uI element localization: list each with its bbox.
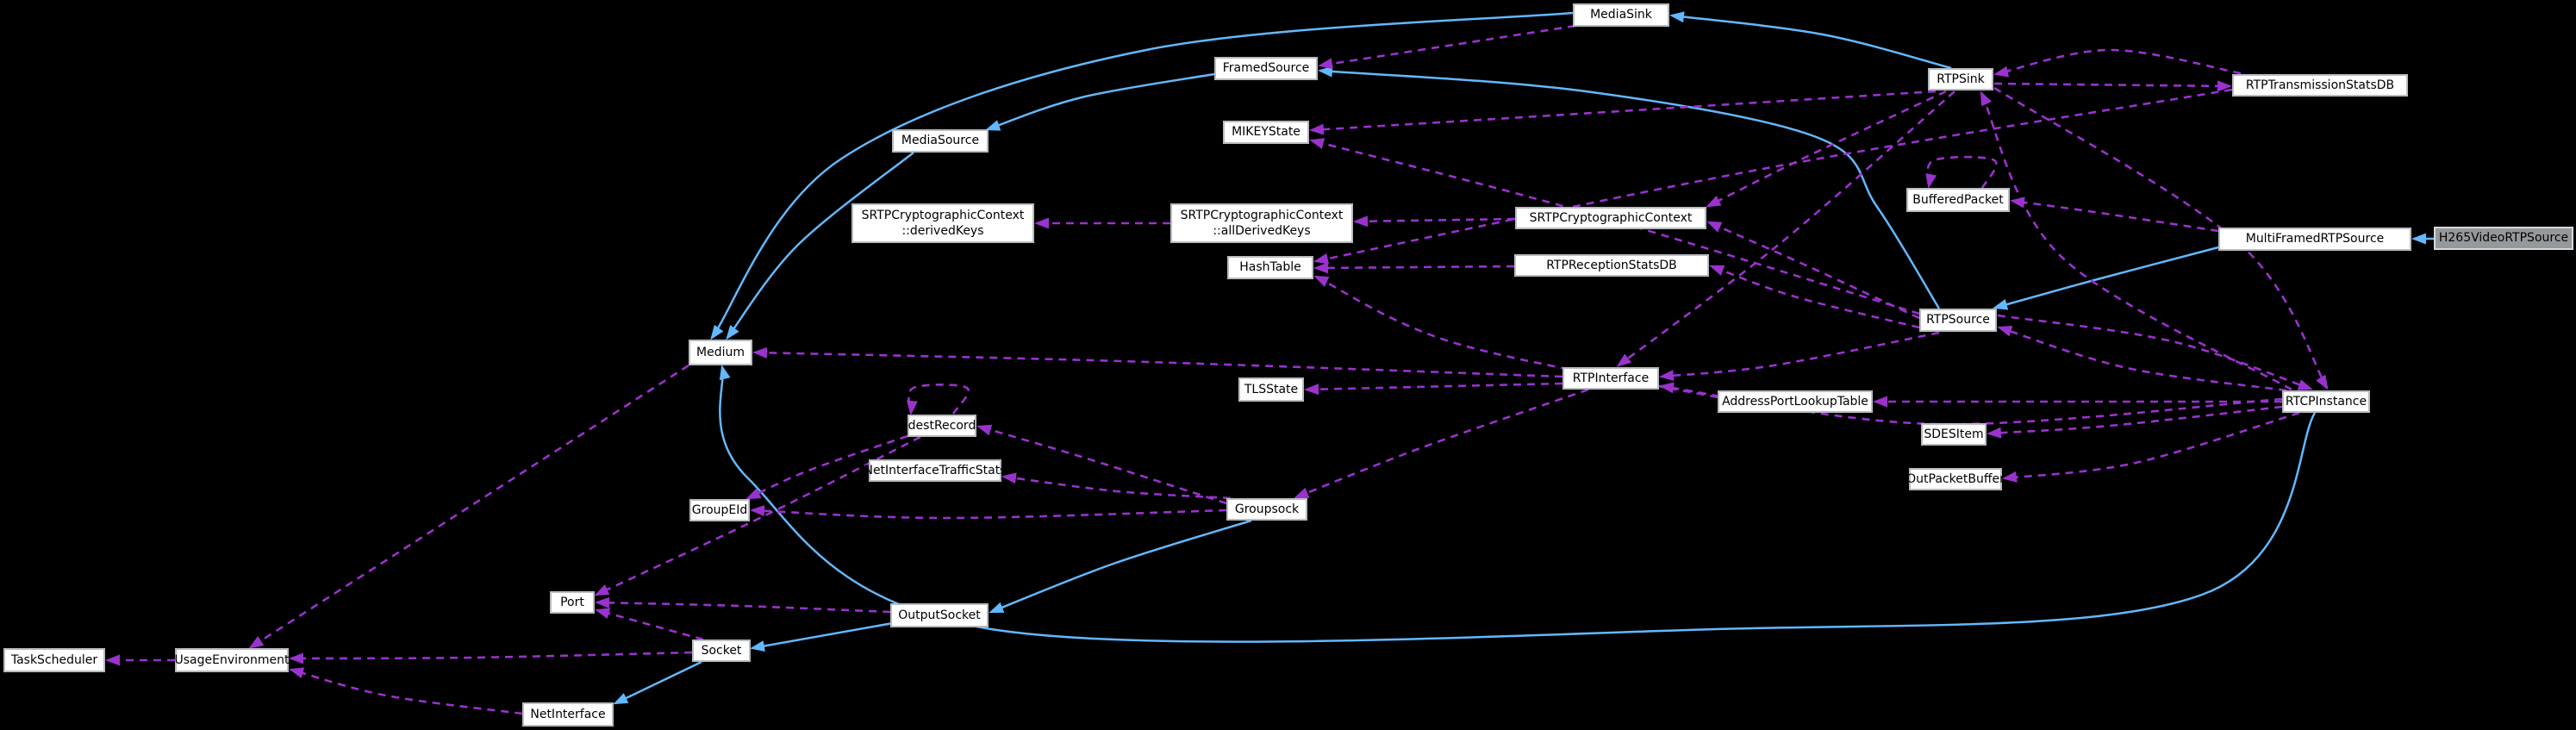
inheritance-edge-MultiFramedRTPSource-to-RTPSource xyxy=(1993,246,2219,310)
node-RTPTransmissionStatsDB[interactable]: RTPTransmissionStatsDB xyxy=(2232,74,2408,97)
usage-edge-Groupsock-to-destRecord xyxy=(976,424,1227,505)
node-NetInterface[interactable]: NetInterface xyxy=(522,702,614,727)
usage-edge-Groupsock-to-NetInterfaceTrafficStats xyxy=(1001,472,1232,500)
usage-edge-RTPSource-to-RTCPInstance xyxy=(1997,314,2313,390)
node-MediaSink[interactable]: MediaSink xyxy=(1573,3,1669,27)
usage-edge-RTPSink-to-SRTPCryptographicContext xyxy=(1706,90,1947,208)
inheritance-edge-FramedSource-to-MediaSource xyxy=(985,72,1215,131)
node-RTPSource[interactable]: RTPSource xyxy=(1919,309,1997,332)
usage-edge-NetInterface-to-UsageEnvironment xyxy=(289,667,523,715)
usage-edge-RTPInterface-to-TLSState xyxy=(1304,382,1563,396)
usage-edge-RTPSource-to-RTPInterface xyxy=(1659,331,1940,382)
usage-edge-RTPSource-to-SRTPCryptographicContext xyxy=(1706,221,1920,320)
usage-edge-BufferedPacket-to-BufferedPacket xyxy=(1925,155,1998,189)
node-TaskScheduler[interactable]: TaskScheduler xyxy=(3,648,105,672)
usage-edge-RTCPInstance-to-RTPSource xyxy=(1997,326,2287,392)
usage-edge-RTPTransmissionStatsDB-to-RTPSink xyxy=(1993,48,2242,78)
node-TLSState[interactable]: TLSState xyxy=(1238,377,1304,402)
usage-edge-RTPInterface-to-Groupsock xyxy=(1294,388,1589,499)
node-MIKEYState[interactable]: MIKEYState xyxy=(1223,121,1309,144)
node-SRTPCryptographicContext[interactable]: SRTPCryptographicContext xyxy=(1515,207,1706,229)
node-UsageEnvironment[interactable]: UsageEnvironment xyxy=(175,648,290,672)
usage-edge-RTCPInstance-to-RTPSink xyxy=(1980,90,2292,391)
inheritance-edge-RTPSink-to-MediaSink xyxy=(1669,11,1952,70)
usage-edge-Groupsock-to-GroupEId xyxy=(750,505,1227,520)
inheritance-edge-MediaSink-to-Medium xyxy=(710,11,1574,340)
node-SRTPallDerivedKeys[interactable]: SRTPCryptographicContext ::allDerivedKey… xyxy=(1170,203,1353,243)
usage-edge-destRecord-to-destRecord xyxy=(906,384,970,415)
node-OutputSocket[interactable]: OutputSocket xyxy=(890,603,989,627)
inheritance-edge-Socket-to-NetInterface xyxy=(613,660,702,705)
usage-edge-RTPSink-to-MIKEYState xyxy=(1309,90,1937,135)
node-NetInterfaceTrafficStats[interactable]: NetInterfaceTrafficStats xyxy=(864,459,1007,482)
usage-edge-RTPSink-to-RTPTransmissionStatsDB xyxy=(1993,80,2232,92)
node-MediaSource[interactable]: MediaSource xyxy=(892,129,989,153)
node-AddressPortLookupTable[interactable]: AddressPortLookupTable xyxy=(1718,390,1873,413)
node-SDESItem[interactable]: SDESItem xyxy=(1921,423,1987,446)
usage-edge-destRecord-to-GroupEId xyxy=(745,434,908,500)
node-destRecord[interactable]: destRecord xyxy=(908,415,976,437)
inheritance-edge-Groupsock-to-OutputSocket xyxy=(989,519,1252,614)
inheritance-edge-OutputSocket-to-Socket xyxy=(750,621,894,652)
node-GroupEId[interactable]: GroupEId xyxy=(689,499,750,521)
edges-group xyxy=(105,11,2434,715)
usage-edge-Medium-to-UsageEnvironment xyxy=(248,364,689,649)
node-Port[interactable]: Port xyxy=(550,591,595,614)
usage-edge-OutputSocket-to-Port xyxy=(595,596,891,614)
usage-edge-SRTPCryptographicContext-to-SRTPallDerivedKeys xyxy=(1353,215,1516,228)
usage-edge-RTPSource-to-RTPReceptionStatsDB xyxy=(1709,265,1920,329)
inheritance-edge-RTPSource-to-FramedSource xyxy=(1318,66,1941,309)
inheritance-edge-RTCPInstance-to-Medium xyxy=(719,365,2317,643)
node-Groupsock[interactable]: Groupsock xyxy=(1226,498,1307,521)
usage-edge-RTPInterface-to-Medium xyxy=(752,346,1563,378)
node-H265VideoRTPSource[interactable]: H265VideoRTPSource xyxy=(2434,227,2573,250)
node-RTPSink[interactable]: RTPSink xyxy=(1928,68,1993,90)
node-RTPInterface[interactable]: RTPInterface xyxy=(1562,367,1659,390)
node-Medium[interactable]: Medium xyxy=(689,340,752,365)
node-RTCPInstance[interactable]: RTCPInstance xyxy=(2282,390,2370,413)
node-BufferedPacket[interactable]: BufferedPacket xyxy=(1906,188,2010,212)
usage-edge-RTCPInstance-to-OutPacketBuffer xyxy=(2002,411,2300,483)
node-FramedSource[interactable]: FramedSource xyxy=(1214,57,1318,80)
node-SRTPderivedKeys[interactable]: SRTPCryptographicContext ::derivedKeys xyxy=(851,203,1034,243)
usage-edge-RTPTransmissionStatsDB-to-HashTable xyxy=(1313,88,2233,265)
usage-edge-RTPReceptionStatsDB-to-HashTable xyxy=(1313,262,1515,274)
usage-edge-RTCPInstance-to-SDESItem xyxy=(1987,405,2283,439)
usage-edge-MultiFramedRTPSource-to-BufferedPacket xyxy=(2010,197,2219,233)
usage-edge-MediaSink-to-FramedSource xyxy=(1318,24,1576,70)
node-HashTable[interactable]: HashTable xyxy=(1227,256,1313,279)
node-MultiFramedRTPSource[interactable]: MultiFramedRTPSource xyxy=(2218,228,2411,251)
node-Socket[interactable]: Socket xyxy=(692,640,751,662)
usage-edge-Socket-to-Port xyxy=(595,608,704,641)
usage-edge-Socket-to-UsageEnvironment xyxy=(289,651,693,664)
node-RTPReceptionStatsDB[interactable]: RTPReceptionStatsDB xyxy=(1514,254,1709,277)
inheritance-edge-MediaSource-to-Medium xyxy=(726,152,914,340)
node-OutPacketBuffer[interactable]: OutPacketBuffer xyxy=(1906,468,2005,490)
